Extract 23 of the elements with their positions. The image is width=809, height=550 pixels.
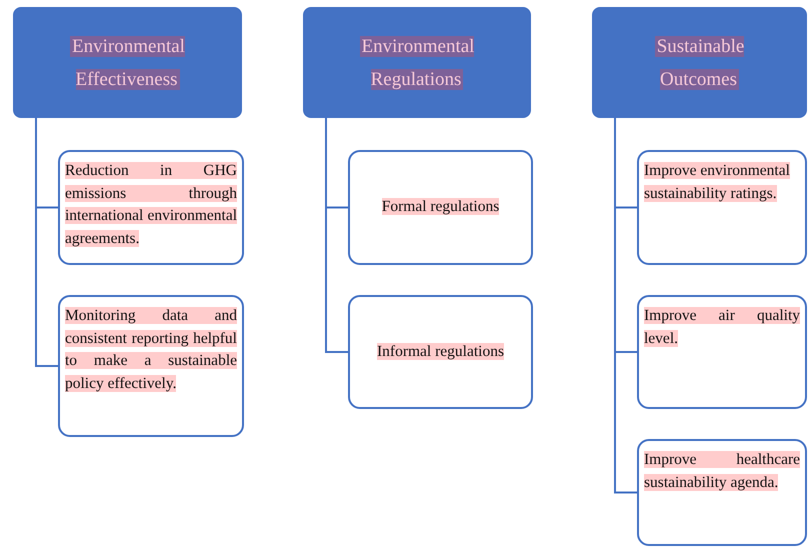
header-text: Sustainable Outcomes bbox=[654, 34, 746, 92]
connector-line bbox=[325, 118, 348, 353]
header-text: Environmental Effectiveness bbox=[69, 34, 186, 92]
box-text: Reduction in GHG emissions through international environmental agreements. bbox=[65, 161, 237, 248]
box-text: Monitoring data and consistent reporting helpful to make a sustainable policy effectively. bbox=[65, 306, 237, 394]
content-box bbox=[348, 150, 533, 265]
content-box bbox=[637, 150, 807, 265]
header-text: Environmental Regulations bbox=[358, 34, 476, 92]
category-header-box bbox=[13, 7, 242, 118]
box-text: Informal regulations bbox=[376, 342, 505, 362]
connector-line bbox=[614, 118, 637, 494]
box-text: Improve environmental sustainability ratings. bbox=[644, 161, 791, 204]
content-box bbox=[58, 295, 244, 437]
content-box bbox=[58, 150, 244, 265]
box-text: Formal regulations bbox=[380, 197, 500, 218]
box-text: Improve air quality level. bbox=[644, 306, 800, 348]
box-text: Improve healthcare sustainability agenda. bbox=[644, 450, 800, 492]
category-header-box bbox=[592, 7, 807, 118]
connector-line bbox=[35, 118, 58, 367]
category-header-box bbox=[303, 7, 531, 118]
content-box bbox=[348, 295, 533, 409]
content-box bbox=[637, 439, 807, 546]
content-box bbox=[637, 295, 807, 409]
